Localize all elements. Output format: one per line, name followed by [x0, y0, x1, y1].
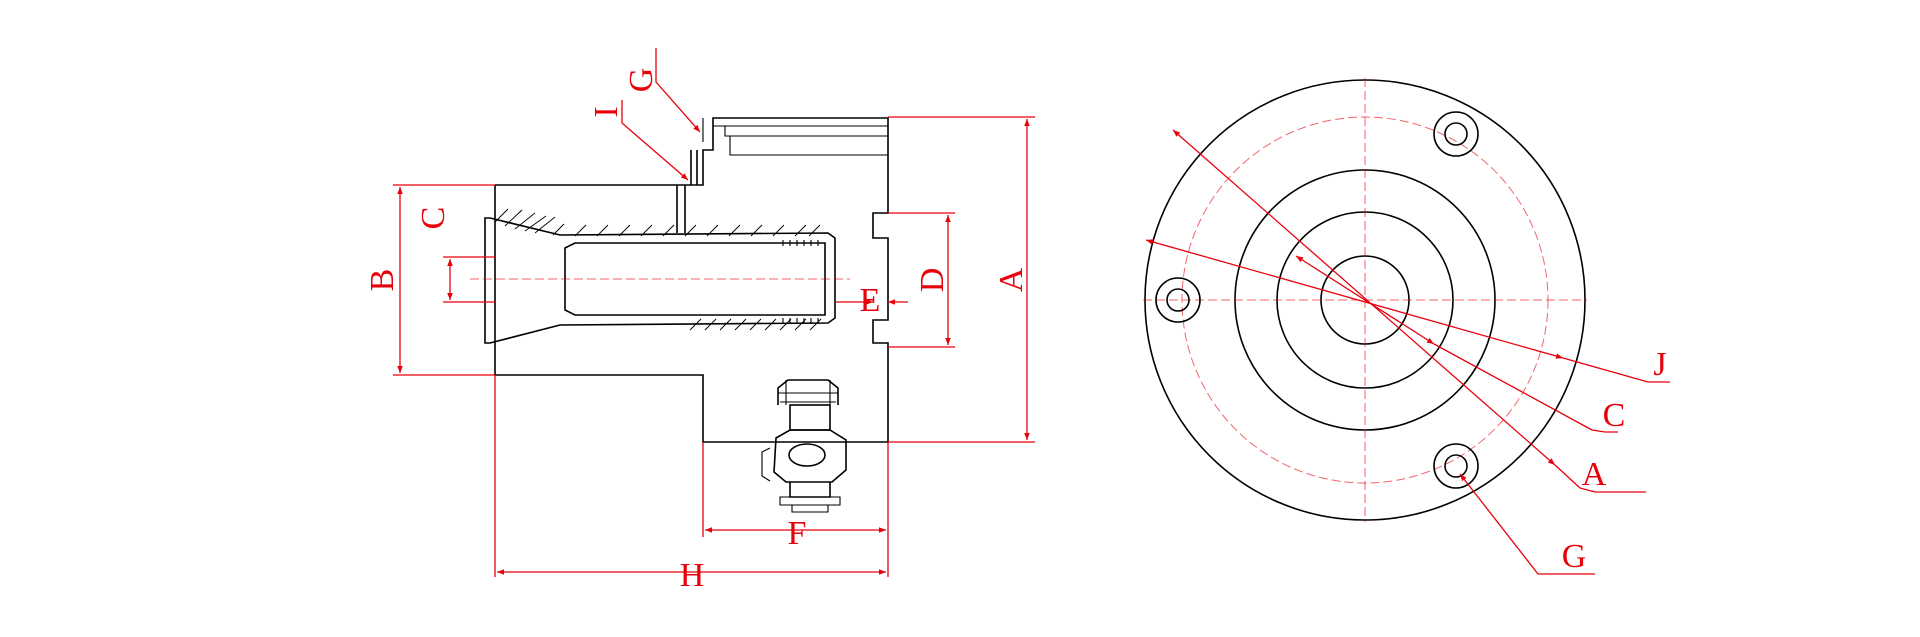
label-C-side: C	[415, 207, 452, 230]
label-C-front: C	[1603, 397, 1626, 434]
label-I-side: I	[588, 106, 625, 117]
label-E-side: E	[860, 282, 881, 319]
bore-inner	[564, 242, 826, 316]
front-labels: J C A G	[1562, 346, 1667, 575]
body-outline	[494, 117, 889, 443]
side-dimensions	[393, 48, 1035, 577]
top-flange-steps	[702, 118, 888, 156]
section-hatching	[494, 208, 822, 331]
label-G-front: G	[1562, 538, 1587, 575]
label-A-front: A	[1582, 456, 1607, 493]
hydraulic-fitting	[761, 379, 847, 513]
label-F-side: F	[788, 515, 807, 552]
mount-groove	[676, 150, 698, 233]
front-dimensions	[1145, 129, 1670, 575]
bolt-hole-top-right	[1433, 111, 1479, 157]
label-D-side: D	[914, 268, 951, 293]
label-H-side: H	[680, 557, 705, 594]
side-labels: G I C B D E A F H	[364, 68, 1030, 594]
bore-threads	[782, 240, 819, 324]
side-view: G I C B D E A F H	[364, 48, 1035, 594]
front-view: J C A G	[1143, 78, 1670, 575]
label-G-side: G	[623, 68, 660, 93]
bolt-hole-bottom-right	[1433, 443, 1479, 489]
label-B-side: B	[364, 269, 401, 292]
label-J-front: J	[1653, 346, 1666, 383]
bore-wall	[484, 217, 836, 344]
label-A-side: A	[993, 267, 1030, 292]
